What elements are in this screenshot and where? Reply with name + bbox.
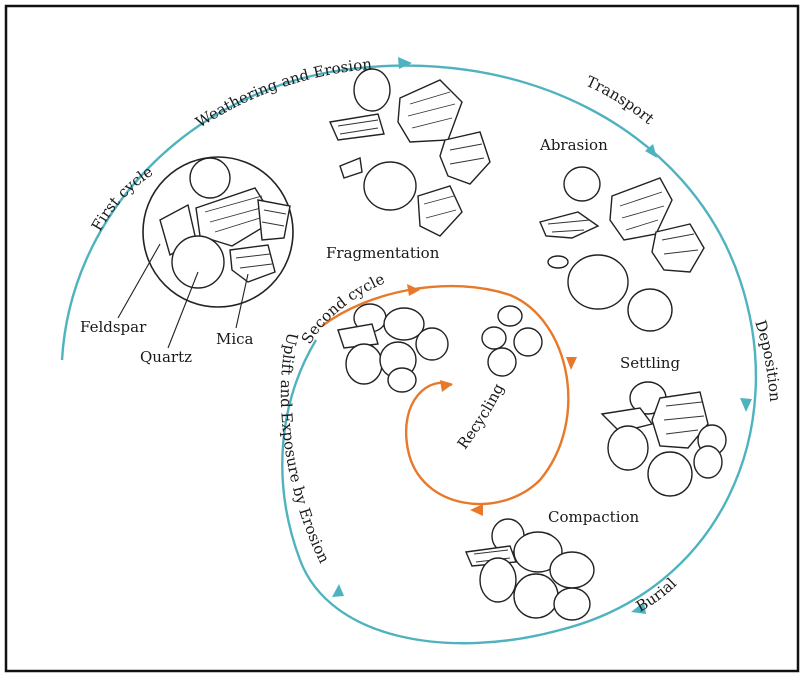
- label-fragmentation: Fragmentation: [326, 244, 440, 262]
- arrow-uplift: [332, 584, 344, 597]
- label-settling: Settling: [620, 354, 680, 372]
- fragmentation-pebbles: [330, 69, 490, 236]
- compaction-pebbles: [466, 519, 594, 620]
- label-abrasion: Abrasion: [539, 136, 608, 154]
- label-transport: Transport: [583, 72, 657, 128]
- label-feldspar: Feldspar: [80, 318, 147, 336]
- arrow-weathering: [398, 57, 412, 69]
- abrasion-pebbles: [540, 167, 704, 331]
- label-compaction: Compaction: [548, 508, 640, 526]
- label-mica: Mica: [216, 330, 254, 348]
- arrow-second-cycle: [407, 284, 420, 296]
- arrow-inner-right: [566, 357, 577, 370]
- arrow-recycling: [440, 380, 453, 392]
- recycled-pebbles: [482, 306, 542, 376]
- arrow-inner-bottom: [470, 504, 483, 516]
- label-uplift: Uplift and Exposure by Erosion: [277, 331, 334, 566]
- label-quartz: Quartz: [140, 348, 192, 366]
- second-cycle-pebbles: [338, 304, 448, 392]
- label-recycling: Recycling: [454, 380, 508, 452]
- settling-pebbles: [602, 382, 726, 496]
- arrow-deposition: [740, 398, 752, 412]
